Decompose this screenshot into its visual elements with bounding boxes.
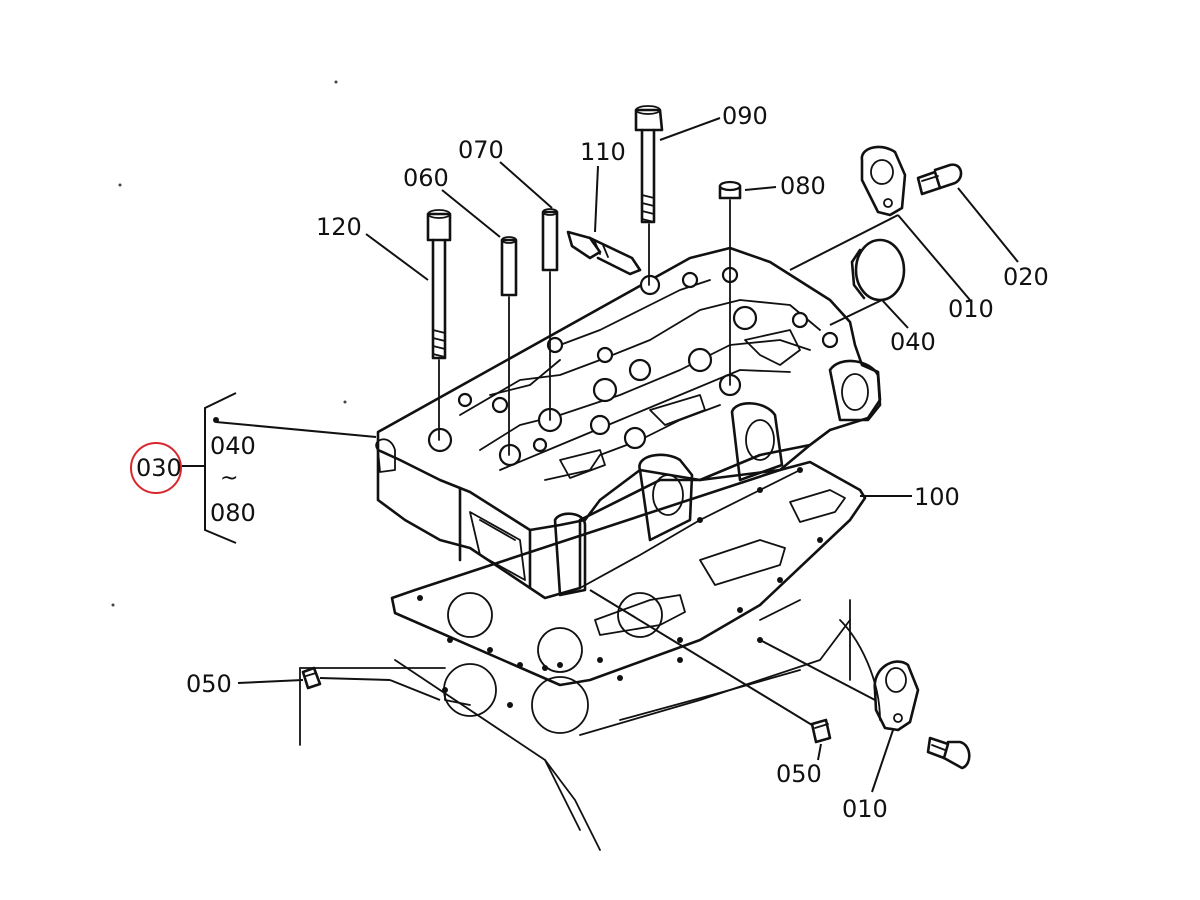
bolt-bottom [926, 736, 971, 770]
lifting-bracket-bottom [873, 660, 920, 732]
callout-050-bottom: 050 [776, 760, 822, 788]
leader-lines [215, 117, 1019, 793]
head-bolt-120 [426, 209, 452, 441]
selected-callout-ring [130, 442, 182, 494]
range-symbol: ~ [220, 466, 239, 491]
engine-block [299, 599, 881, 851]
callout-070: 070 [458, 136, 504, 164]
callout-080-top: 080 [780, 172, 826, 200]
dowel-050-bottom [810, 718, 832, 744]
callout-090: 090 [722, 102, 768, 130]
callout-110: 110 [580, 138, 626, 166]
callout-010-top: 010 [948, 295, 994, 323]
callout-100: 100 [914, 483, 960, 511]
callout-080-group: 080 [210, 499, 256, 527]
head-bolt-090 [634, 105, 664, 286]
callout-050-left: 050 [186, 670, 232, 698]
callout-020: 020 [1003, 263, 1049, 291]
callout-010-bottom: 010 [842, 795, 888, 823]
callout-120: 120 [316, 213, 362, 241]
plug-040 [850, 238, 906, 302]
callout-060: 060 [403, 164, 449, 192]
dowel-050-left [301, 666, 322, 690]
sensor-110 [566, 230, 642, 276]
callout-040-right: 040 [890, 328, 936, 356]
scan-specks [111, 80, 347, 607]
cylinder-head [375, 246, 882, 600]
cap-080 [718, 180, 742, 386]
pin-070 [541, 208, 559, 421]
group-bracket [182, 392, 237, 544]
callout-040-group: 040 [210, 432, 256, 460]
lifting-bracket-top [860, 145, 907, 217]
pin-060 [500, 236, 518, 456]
bolt-020 [916, 163, 963, 196]
callout-030[interactable]: 030 [136, 454, 182, 482]
